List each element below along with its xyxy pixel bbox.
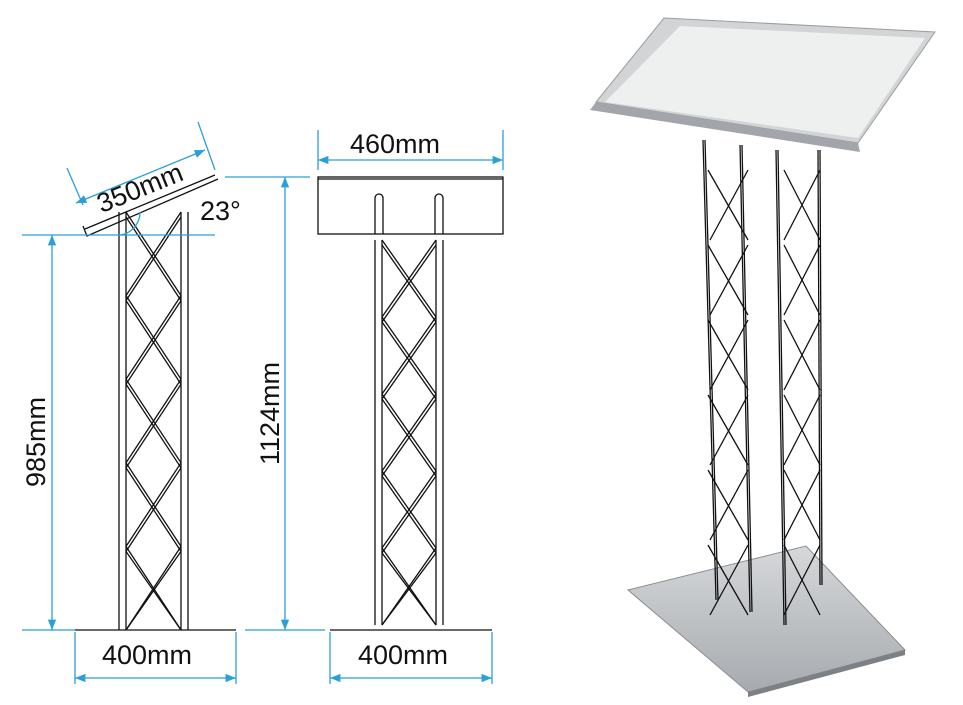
photo-truss-tube bbox=[704, 139, 719, 601]
truss-brace bbox=[125, 467, 182, 552]
front-view-truss bbox=[374, 239, 444, 626]
truss-brace bbox=[381, 393, 437, 472]
photo-truss-brace bbox=[709, 544, 749, 616]
truss-brace bbox=[381, 470, 437, 549]
truss-brace bbox=[381, 552, 437, 626]
dim-ext-line bbox=[66, 167, 84, 206]
label-460mm: 460mm bbox=[350, 129, 440, 159]
side-view: 350mm 23° 985mm 400mm bbox=[21, 121, 241, 684]
photo-truss-brace bbox=[783, 169, 821, 241]
photo-document bbox=[605, 26, 925, 138]
photo-truss-brace bbox=[707, 394, 749, 466]
photo-truss-brace bbox=[783, 244, 821, 316]
front-view: 1124mm 460mm 400mm bbox=[225, 129, 504, 684]
label-400mm-front: 400mm bbox=[358, 640, 448, 670]
front-leg-tops bbox=[374, 193, 444, 234]
photo-truss-brace bbox=[707, 319, 749, 391]
truss-brace bbox=[125, 216, 182, 301]
truss-brace bbox=[125, 211, 182, 296]
photo-base-plate bbox=[626, 545, 906, 693]
truss-brace bbox=[381, 239, 437, 318]
photo-truss-brace bbox=[783, 544, 821, 616]
front-top-plate bbox=[317, 176, 504, 235]
angle-arc bbox=[119, 211, 141, 236]
photo-truss-brace bbox=[707, 544, 749, 616]
label-985mm: 985mm bbox=[21, 397, 51, 487]
label-350mm: 350mm bbox=[93, 157, 188, 219]
photo-truss-brace bbox=[709, 169, 749, 241]
photo-desk-lip bbox=[590, 102, 860, 152]
photo-truss-highlight bbox=[702, 139, 717, 601]
truss-brace bbox=[125, 300, 182, 385]
photo-truss-tube bbox=[741, 144, 753, 613]
photo-base-edge bbox=[748, 650, 905, 697]
photo-truss-highlight bbox=[739, 144, 751, 613]
photo-truss-brace bbox=[707, 169, 749, 241]
truss-brace bbox=[125, 378, 182, 464]
side-view-truss bbox=[118, 211, 189, 631]
truss-brace bbox=[381, 475, 437, 554]
photo-truss-brace bbox=[709, 469, 749, 541]
product-photo bbox=[590, 17, 936, 697]
photo-truss bbox=[702, 139, 823, 626]
photo-truss-brace bbox=[707, 469, 749, 541]
truss-brace bbox=[125, 295, 182, 380]
dim-350-line bbox=[75, 149, 206, 204]
photo-truss-tube bbox=[819, 149, 823, 586]
photo-truss-brace bbox=[783, 394, 821, 466]
photo-truss-brace bbox=[709, 244, 749, 316]
photo-truss-highlight bbox=[817, 149, 821, 586]
photo-truss-brace bbox=[709, 394, 749, 466]
truss-brace bbox=[381, 316, 437, 395]
truss-brace bbox=[381, 244, 437, 323]
photo-truss-highlight bbox=[775, 149, 785, 626]
photo-truss-brace bbox=[783, 469, 821, 541]
photo-truss-brace bbox=[783, 319, 821, 391]
label-400mm-side: 400mm bbox=[102, 640, 192, 670]
truss-brace bbox=[381, 398, 437, 477]
photo-truss-brace bbox=[707, 244, 749, 316]
label-23deg: 23° bbox=[200, 196, 241, 226]
truss-brace bbox=[125, 462, 182, 547]
label-1124mm: 1124mm bbox=[255, 362, 285, 465]
truss-brace bbox=[125, 383, 182, 469]
truss-brace bbox=[125, 551, 182, 631]
photo-truss-brace bbox=[709, 319, 749, 391]
dim-ext-line bbox=[197, 121, 216, 171]
truss-brace bbox=[381, 321, 437, 400]
